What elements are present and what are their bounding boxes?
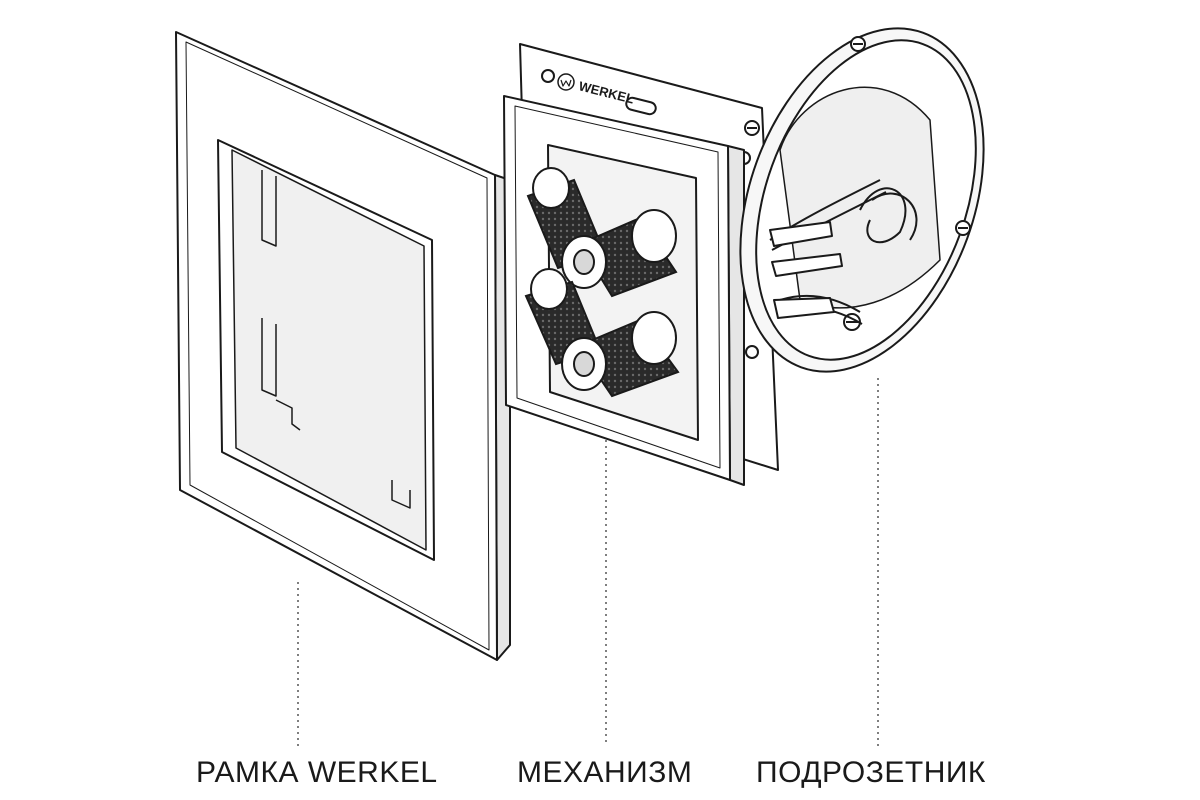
mounting-box-part — [739, 27, 985, 373]
terminal-2 — [561, 209, 678, 298]
frame-part — [175, 31, 511, 661]
frame-label: РАМКА WERKEL — [196, 756, 438, 789]
mechanism-label: МЕХАНИЗМ — [517, 756, 693, 789]
terminals — [524, 167, 680, 398]
mounting-box-label: ПОДРОЗЕТНИК — [756, 756, 986, 789]
screw-icon — [744, 36, 971, 331]
leader-lines — [297, 378, 879, 746]
terminal-4 — [561, 311, 680, 398]
